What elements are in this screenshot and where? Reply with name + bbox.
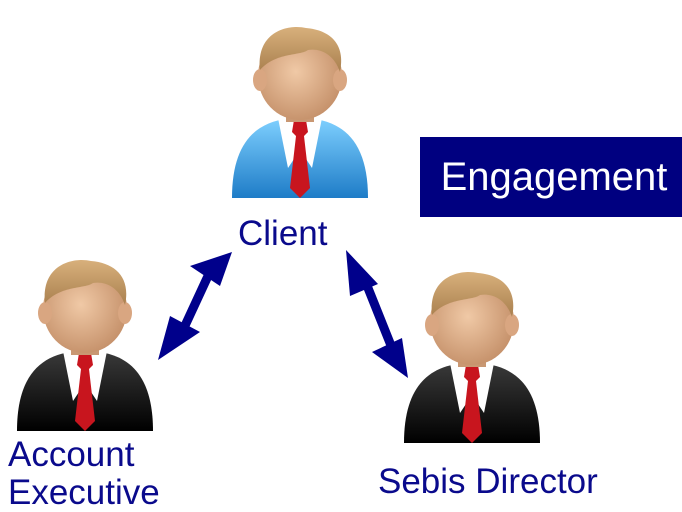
account-executive-label-line1: Account <box>8 435 135 474</box>
account-executive-person-icon <box>17 259 153 431</box>
engagement-box: Engagement <box>420 137 682 217</box>
account-executive-label: Account Executive <box>8 436 198 512</box>
client-person-icon <box>232 26 368 198</box>
client-sebis-director-arrow <box>346 250 408 378</box>
client-account-executive-arrow <box>158 252 232 360</box>
engagement-label: Engagement <box>440 154 668 199</box>
sebis-director-person-icon <box>404 271 540 443</box>
client-label: Client <box>238 214 328 253</box>
account-executive-label-line2: Executive <box>8 473 160 512</box>
sebis-director-label: Sebis Director <box>378 462 598 501</box>
